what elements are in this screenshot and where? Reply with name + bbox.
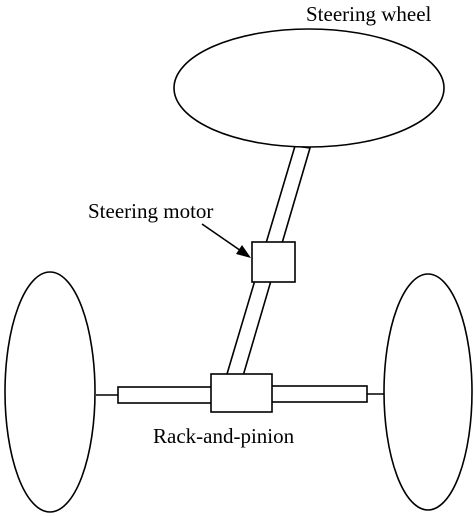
steering-motor-box <box>251 241 296 283</box>
rack-and-pinion-label: Rack-and-pinion <box>153 424 295 448</box>
steering-motor-arrow-head <box>236 245 251 258</box>
steering-motor-arrow-line <box>201 223 245 254</box>
steering-wheel-ellipse <box>173 28 445 148</box>
steering-motor-label: Steering motor <box>88 199 213 223</box>
steering-wheel-label: Steering wheel <box>306 2 432 26</box>
left-wheel-ellipse <box>4 271 96 513</box>
right-wheel-ellipse <box>383 273 473 511</box>
rack-and-pinion-box <box>210 373 273 413</box>
right-rack-bar <box>270 385 368 403</box>
left-rack-bar <box>117 386 215 404</box>
